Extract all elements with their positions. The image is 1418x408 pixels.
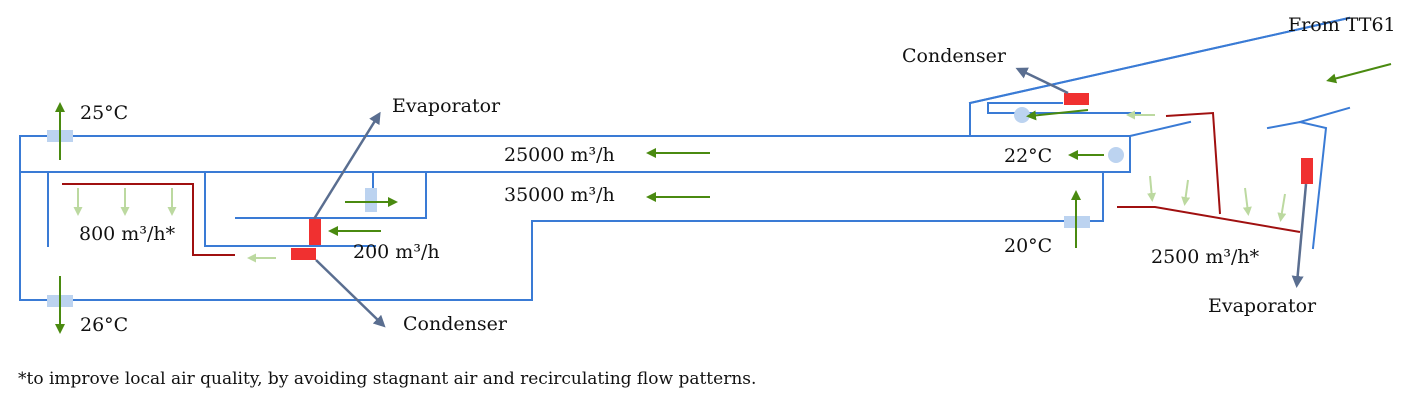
temp-26-label: 26°C bbox=[80, 314, 128, 336]
red-unit-icon bbox=[291, 248, 316, 260]
flow-800-label: 800 m³/h* bbox=[79, 223, 176, 245]
evaporator-arrow-icon bbox=[312, 111, 381, 220]
air-ducts bbox=[62, 111, 1301, 256]
circle-sensor-icon bbox=[1014, 107, 1030, 123]
light-flow-arrows bbox=[73, 110, 1287, 263]
red-unit-icon bbox=[1064, 93, 1089, 105]
evaporator-right-label: Evaporator bbox=[1208, 295, 1317, 317]
flow-35000-label: 35000 m³/h bbox=[504, 184, 615, 206]
evaporator-left-label: Evaporator bbox=[392, 95, 501, 117]
from-tt61-label: From TT61 bbox=[1288, 14, 1396, 36]
condenser-arrow-icon bbox=[315, 259, 386, 328]
flow-25000-label: 25000 m³/h bbox=[504, 144, 615, 166]
red-units bbox=[291, 93, 1313, 260]
flow-200-label: 200 m³/h bbox=[353, 241, 440, 263]
arrow-left-icon bbox=[1026, 109, 1089, 121]
flow-arrows bbox=[55, 63, 1392, 334]
temp-20-label: 20°C bbox=[1004, 235, 1052, 257]
labels: 25°C 26°C 800 m³/h* Evaporator 200 m³/h … bbox=[18, 14, 1396, 389]
condenser-right-label: Condenser bbox=[902, 45, 1007, 67]
temp-25-label: 25°C bbox=[80, 102, 128, 124]
evaporator-arrow-icon bbox=[1291, 183, 1308, 288]
red-unit-icon bbox=[309, 219, 321, 245]
temp-22-label: 22°C bbox=[1004, 145, 1052, 167]
footnote: *to improve local air quality, by avoidi… bbox=[18, 369, 756, 389]
flow-2500-label: 2500 m³/h* bbox=[1151, 246, 1260, 268]
arrow-left-icon bbox=[1326, 63, 1392, 84]
equipment-arrows bbox=[312, 67, 1308, 328]
condenser-arrow-icon bbox=[1015, 67, 1069, 95]
tunnel-walls bbox=[19, 16, 1351, 301]
red-unit-icon bbox=[1301, 158, 1313, 184]
circle-sensor-icon bbox=[1108, 147, 1124, 163]
condenser-left-label: Condenser bbox=[403, 313, 508, 335]
square-sensor-icon bbox=[365, 188, 377, 212]
